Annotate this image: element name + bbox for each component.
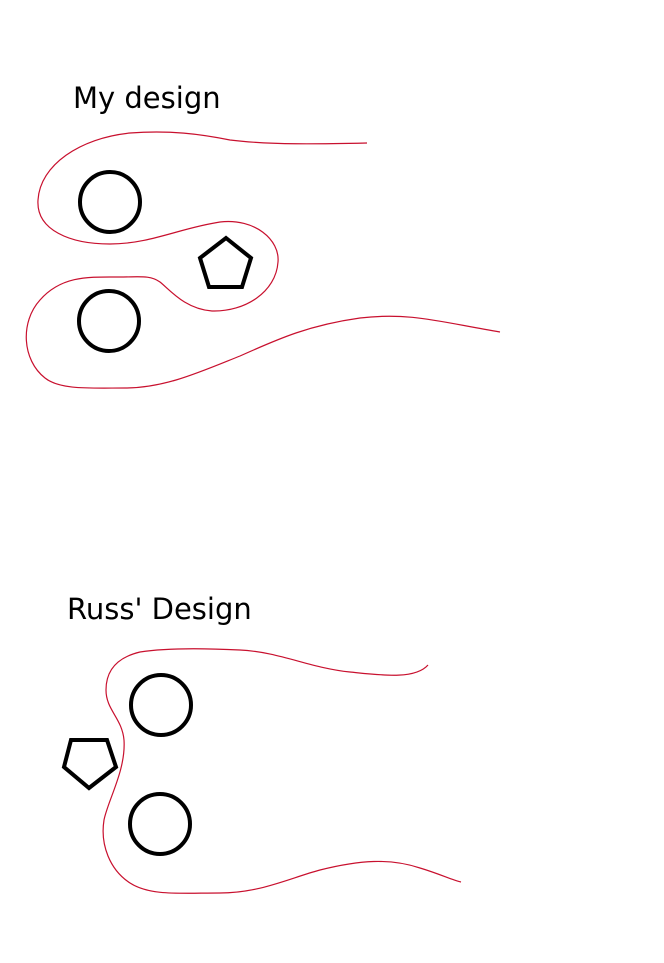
my-design-diagram <box>25 131 501 389</box>
russ-design-outline <box>102 648 462 894</box>
russ-design-upper-circle <box>129 673 193 737</box>
my-design-upper-outline <box>25 131 501 389</box>
russ-design-title: Russ' Design <box>67 592 252 626</box>
my-design-lower-circle <box>77 289 141 353</box>
russ-design-diagram <box>61 648 462 894</box>
russ-design-pentagon <box>61 738 119 791</box>
my-design-pentagon <box>197 235 254 289</box>
my-design-upper-circle <box>78 170 142 234</box>
my-design-title: My design <box>73 81 221 115</box>
russ-design-lower-circle <box>128 792 192 856</box>
